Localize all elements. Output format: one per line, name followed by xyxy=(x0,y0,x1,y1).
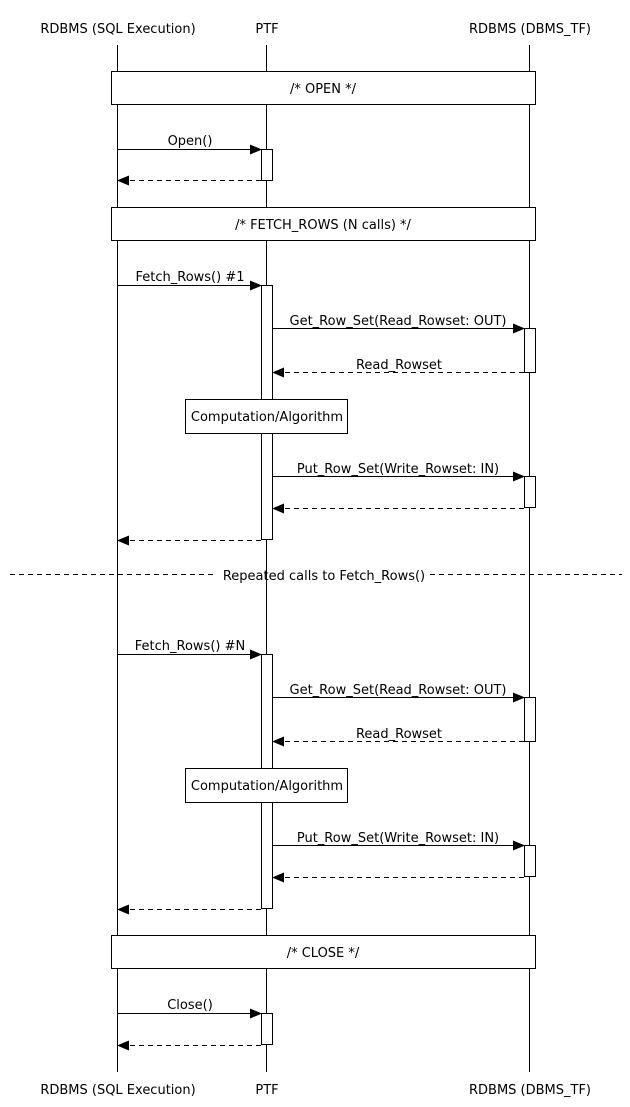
message-get-row-set-1-label: Get_Row_Set(Read_Rowset: OUT) xyxy=(290,314,507,329)
group-fetch-rows xyxy=(111,207,536,241)
note-computation-2-label: Computation/Algorithm xyxy=(191,779,343,794)
note-computation-2 xyxy=(185,768,348,803)
message-get-row-set-2-label: Get_Row_Set(Read_Rowset: OUT) xyxy=(290,683,507,698)
participant-ptf-top: PTF xyxy=(255,22,278,37)
message-fetch-n-label: Fetch_Rows() #N xyxy=(135,639,245,654)
message-close-label: Close() xyxy=(167,998,213,1013)
group-open xyxy=(111,71,536,105)
message-fetch-1-label: Fetch_Rows() #1 xyxy=(136,270,245,285)
message-read-rowset-2-label: Read_Rowset xyxy=(356,727,442,742)
message-read-rowset-1-label: Read_Rowset xyxy=(356,358,442,373)
message-put-row-set-2-label: Put_Row_Set(Write_Rowset: IN) xyxy=(297,831,499,846)
divider-label: Repeated calls to Fetch_Rows() xyxy=(223,569,425,584)
activation-dbms-put-1 xyxy=(524,476,536,508)
note-computation-1 xyxy=(185,399,348,434)
activation-dbms-get-1 xyxy=(524,328,536,373)
activation-dbms-put-2 xyxy=(524,845,536,877)
message-open-label: Open() xyxy=(168,134,213,149)
activation-ptf-close xyxy=(261,1013,273,1045)
group-fetch-rows-label: /* FETCH_ROWS (N calls) */ xyxy=(235,218,411,233)
participant-dbms-tf-bottom: RDBMS (DBMS_TF) xyxy=(469,1083,591,1098)
participant-dbms-tf-top: RDBMS (DBMS_TF) xyxy=(469,22,591,37)
group-close xyxy=(111,935,536,969)
activation-dbms-get-2 xyxy=(524,697,536,742)
group-close-label: /* CLOSE */ xyxy=(287,946,360,961)
participant-sql-execution-top: RDBMS (SQL Execution) xyxy=(40,22,195,37)
activation-ptf-open xyxy=(261,149,273,181)
note-computation-1-label: Computation/Algorithm xyxy=(191,410,343,425)
message-put-row-set-1-label: Put_Row_Set(Write_Rowset: IN) xyxy=(297,462,499,477)
group-open-label: /* OPEN */ xyxy=(290,82,357,97)
participant-sql-execution-bottom: RDBMS (SQL Execution) xyxy=(40,1083,195,1098)
participant-ptf-bottom: PTF xyxy=(255,1083,278,1098)
